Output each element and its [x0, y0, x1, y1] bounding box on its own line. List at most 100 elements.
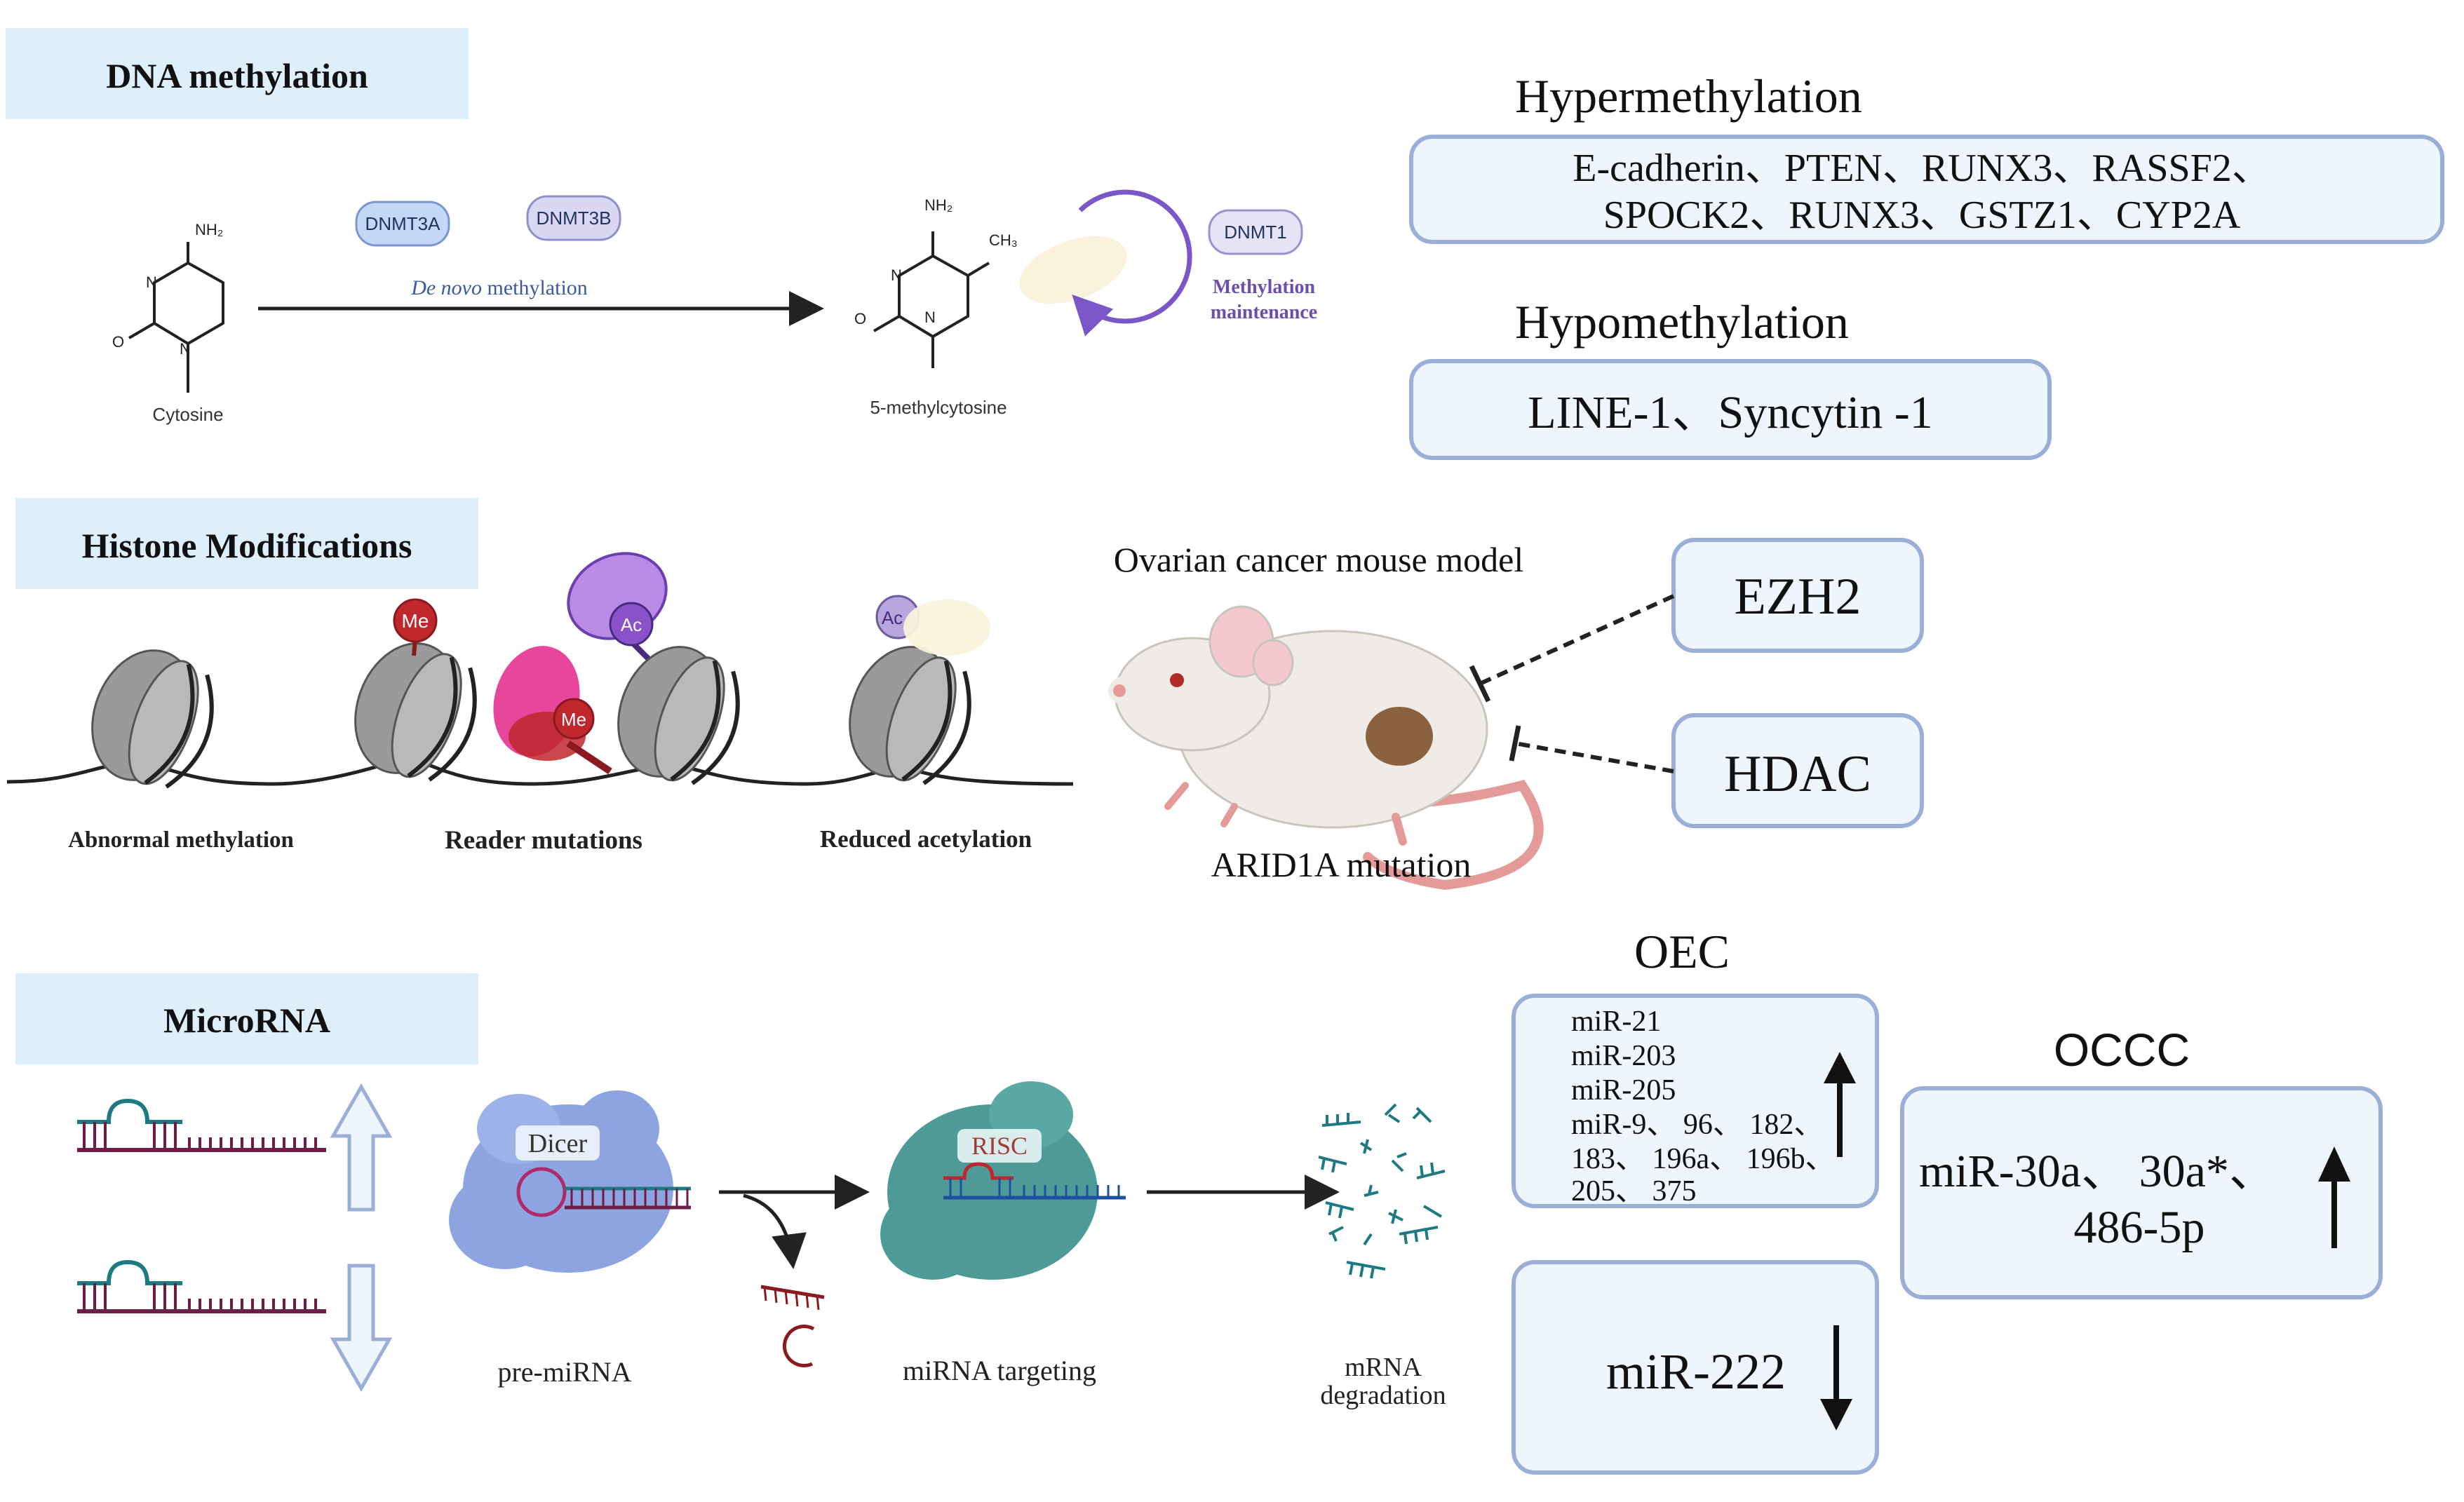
- reduced-acetylation-label: Reduced acetylation: [820, 825, 1032, 853]
- oec-down-box: [1512, 1260, 1879, 1475]
- dna-methylation-header: DNA methylation: [106, 56, 368, 95]
- occc-line-1: miR-30a、 30a*、: [1919, 1146, 2275, 1197]
- methylcytosine-nh2: NH₂: [924, 196, 952, 214]
- mirna-strand-up-icon: [77, 1098, 326, 1152]
- methylcytosine-o: O: [854, 310, 866, 327]
- microrna-header: MicroRNA: [163, 1001, 330, 1040]
- hypomethylation-title: Hypomethylation: [1515, 295, 1849, 349]
- histone-header-bg: [15, 498, 478, 589]
- mouse-caption: ARID1A mutation: [1211, 845, 1472, 884]
- maintenance-label-2: maintenance: [1211, 302, 1317, 323]
- ezh2-box: [1671, 538, 1924, 653]
- dna-methylation-header-bg: [6, 28, 469, 119]
- pre-mirna-hairpin-icon: [516, 1167, 691, 1217]
- methylcytosine-n2: N: [924, 309, 936, 326]
- upregulation-arrow-icon: [330, 1083, 393, 1212]
- mrna-fragments-icon: [1318, 1103, 1446, 1279]
- hypermethylation-panel: Hypermethylation E-cadherin、PTEN、RUNX3、R…: [1409, 69, 2444, 244]
- ac-mark-1-label: Ac: [621, 614, 642, 635]
- hypomethylation-genes: LINE-1、Syncytin -1: [1528, 387, 1932, 438]
- dnmt3a-label: DNMT3A: [365, 213, 441, 234]
- ac-mark-1: [609, 602, 654, 647]
- ezh2-label: EZH2: [1735, 568, 1862, 625]
- me-mark-1-label: Me: [402, 610, 429, 632]
- maintenance-label-1: Methylation: [1213, 276, 1316, 298]
- cleaved-fragments-icon: [760, 1285, 825, 1367]
- mrna-degradation-label-1: mRNA: [1345, 1353, 1422, 1382]
- microrna-section: MicroRNA Dicer pre-mi: [15, 925, 2383, 1475]
- reader-mutations-label: Reader mutations: [445, 826, 642, 855]
- methylcytosine-molecule-icon: [873, 231, 990, 368]
- dnmt3a-badge: [355, 201, 450, 247]
- dnmt1-badge: [1208, 209, 1303, 255]
- hdac-label: HDAC: [1724, 745, 1871, 803]
- pink-reader-protein-icon: [493, 646, 612, 775]
- me-mark-1: [393, 598, 438, 643]
- mrna-degradation-label-2: degradation: [1320, 1381, 1446, 1410]
- oec-up-item: miR-205: [1571, 1074, 1676, 1107]
- pre-mirna-label: pre-miRNA: [497, 1356, 631, 1388]
- histone-header: Histone Modifications: [82, 526, 412, 565]
- oec-title: OEC: [1634, 925, 1730, 978]
- ezh2-inhibition-line: [1479, 594, 1675, 686]
- cytosine-nh2: NH₂: [195, 221, 223, 238]
- histone-section: Histone Modifications Me: [6, 498, 1924, 891]
- cytosine-label: Cytosine: [152, 404, 223, 425]
- cytosine-n1: N: [146, 273, 157, 291]
- methylcytosine-n1: N: [891, 266, 902, 284]
- occc-box: [1900, 1086, 2383, 1299]
- oec-up-item: miR-9、 96、 182、: [1571, 1109, 1823, 1141]
- oec-up-list: miR-21 miR-203 miR-205 miR-9、 96、 182、 1…: [1571, 1006, 1835, 1207]
- occc-up-arrow-icon: [2318, 1146, 2350, 1248]
- oec-down-item: miR-222: [1606, 1344, 1786, 1400]
- mirna-target-duplex-icon: [943, 1162, 1126, 1200]
- dicer-label-bg: [516, 1125, 600, 1161]
- maintenance-cycle-arrow: [1072, 189, 1192, 337]
- oec-up-item: 183、 196a、 196b、: [1571, 1143, 1835, 1175]
- hypermethylation-title: Hypermethylation: [1515, 69, 1862, 123]
- nucleosome-1-icon: [91, 649, 214, 789]
- methylcytosine-label: 5-methylcytosine: [870, 397, 1007, 418]
- downregulation-arrow-icon: [330, 1264, 393, 1393]
- me-mark-2-label: Me: [561, 709, 586, 730]
- de-novo-methylation-label: De novo methylation: [410, 276, 588, 299]
- dicer-label: Dicer: [528, 1129, 588, 1158]
- byproduct-arrow: [743, 1193, 807, 1269]
- risc-label: RISC: [971, 1132, 1028, 1160]
- cytosine-n2: N: [180, 340, 191, 358]
- acetyl-removal-blob: [903, 600, 990, 656]
- mirna-targeting-label: miRNA targeting: [903, 1355, 1096, 1386]
- dnmt3b-label: DNMT3B: [537, 208, 612, 229]
- hypermethylation-genes-line2: SPOCK2、RUNX3、GSTZ1、CYP2A: [1603, 194, 2241, 237]
- mirna-strand-down-icon: [77, 1259, 326, 1313]
- oec-down-arrow-icon: [1820, 1325, 1852, 1430]
- risc-label-bg: [957, 1129, 1042, 1163]
- hypomethylation-box: [1409, 359, 2052, 460]
- oec-up-box: [1512, 994, 1879, 1208]
- methyl-group-blob: [1019, 236, 1127, 304]
- hypermethylation-genes-line1: E-cadherin、PTEN、RUNX3、RASSF2、: [1573, 147, 2271, 190]
- risc-complex-icon: [880, 1081, 1098, 1280]
- nucleosome-4-icon: [849, 646, 971, 785]
- abnormal-methylation-label: Abnormal methylation: [68, 827, 294, 853]
- occc-title: OCCC: [2054, 1024, 2190, 1076]
- oec-up-item: miR-203: [1571, 1040, 1676, 1072]
- dna-methylation-section: DNA methylation NH₂ N N O Cytosine DNMT3…: [6, 28, 1317, 425]
- hypermethylation-box: [1409, 135, 2444, 244]
- oec-up-arrow-icon: [1824, 1052, 1856, 1157]
- me-mark-2: [553, 698, 595, 740]
- nucleosome-3-icon: [617, 646, 740, 785]
- microrna-header-bg: [15, 973, 478, 1064]
- ac-mark-2-label: Ac: [882, 607, 903, 628]
- nucleosome-2-icon: [354, 642, 477, 782]
- methylcytosine-ch3: CH₃: [989, 231, 1018, 249]
- dnmt3b-badge: [526, 195, 621, 241]
- hypomethylation-panel: Hypomethylation LINE-1、Syncytin -1: [1409, 295, 2052, 460]
- occc-line-2: 486-5p: [2074, 1202, 2205, 1253]
- oec-up-item: 205、 375: [1571, 1175, 1697, 1207]
- hdac-inhibition-line: [1514, 741, 1674, 773]
- oec-up-item: miR-21: [1571, 1006, 1661, 1038]
- mouse-model-title: Ovarian cancer mouse model: [1114, 540, 1523, 579]
- cytosine-molecule-icon: [128, 242, 224, 393]
- mouse-icon: [1108, 605, 1544, 891]
